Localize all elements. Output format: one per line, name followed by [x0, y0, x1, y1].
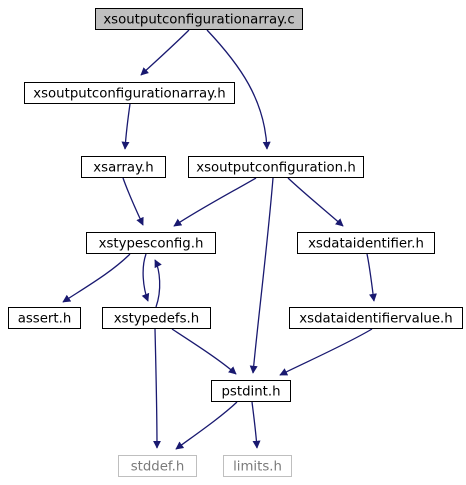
- node-label: xsoutputconfiguration.h: [196, 161, 356, 176]
- edge-pstdint-h-to-stddef-h: [175, 401, 238, 450]
- node-xstypesconfig-h[interactable]: xstypesconfig.h: [86, 232, 216, 254]
- node-label: pstdint.h: [221, 385, 280, 400]
- node-stddef-h: stddef.h: [118, 455, 197, 477]
- node-xsoutputconfiguration-h[interactable]: xsoutputconfiguration.h: [188, 156, 364, 178]
- edge-xstypedefs-h-to-stddef-h: [152, 328, 161, 449]
- node-label: xsdataidentifiervalue.h: [299, 312, 452, 327]
- node-label: xsoutputconfigurationarray.h: [33, 87, 225, 102]
- node-xstypedefs-h[interactable]: xstypedefs.h: [102, 307, 211, 329]
- edge-xsoutputconfigurationarray-c-to-xsoutputconfigurationarray-h: [140, 29, 190, 76]
- edge-xsoutputconfiguration-h-to-pstdint-h: [249, 177, 274, 374]
- node-pstdint-h[interactable]: pstdint.h: [211, 380, 291, 402]
- node-assert-h[interactable]: assert.h: [8, 307, 81, 329]
- node-box: [86, 232, 216, 254]
- node-label: stddef.h: [131, 460, 185, 475]
- node-box: [188, 156, 364, 178]
- edge-xstypedefs-h-to-pstdint-h: [171, 328, 237, 375]
- node-label: xsarray.h: [93, 161, 153, 176]
- nodes-layer: xsoutputconfigurationarray.c xsoutputconf…: [8, 8, 463, 477]
- edges-layer: [62, 29, 377, 450]
- node-label: xstypesconfig.h: [99, 237, 204, 252]
- node-box: [24, 82, 235, 104]
- edge-xstypesconfig-h-to-xstypedefs-h: [141, 253, 150, 302]
- node-box: [223, 455, 292, 477]
- node-box: [81, 156, 166, 178]
- node-xsarray-h[interactable]: xsarray.h: [81, 156, 166, 178]
- edge-xsarray-h-to-xstypesconfig-h: [122, 177, 144, 226]
- node-box: [118, 455, 197, 477]
- node-box: [102, 307, 211, 329]
- edge-xsdataidentifiervalue-h-to-pstdint-h: [279, 328, 373, 376]
- edge-xsoutputconfigurationarray-h-to-xsarray-h: [121, 103, 131, 150]
- node-label: xstypedefs.h: [114, 312, 199, 327]
- node-label: xsoutputconfigurationarray.c: [103, 13, 294, 28]
- edge-pstdint-h-to-limits-h: [251, 401, 261, 449]
- node-box: [8, 307, 81, 329]
- edge-xsoutputconfigurationarray-c-to-xsoutputconfiguration-h: [206, 29, 271, 150]
- edge-xstypesconfig-h-to-assert-h: [62, 253, 131, 303]
- node-xsdataidentifier-h[interactable]: xsdataidentifier.h: [297, 232, 435, 254]
- node-xsoutputconfigurationarray-c[interactable]: xsoutputconfigurationarray.c: [95, 8, 303, 30]
- node-box: [95, 8, 303, 30]
- node-box: [289, 307, 463, 329]
- node-xsdataidentifiervalue-h[interactable]: xsdataidentifiervalue.h: [289, 307, 463, 329]
- node-box: [297, 232, 435, 254]
- node-xsoutputconfigurationarray-h[interactable]: xsoutputconfigurationarray.h: [24, 82, 235, 104]
- node-label: limits.h: [233, 460, 282, 475]
- edge-xsoutputconfiguration-h-to-xstypesconfig-h: [173, 177, 257, 227]
- node-label: assert.h: [18, 312, 72, 327]
- edge-xsoutputconfiguration-h-to-xsdataidentifier-h: [287, 177, 344, 227]
- node-box: [211, 380, 291, 402]
- node-limits-h: limits.h: [223, 455, 292, 477]
- node-label: xsdataidentifier.h: [308, 237, 424, 252]
- edge-xstypedefs-h-to-xstypesconfig-h: [154, 259, 162, 308]
- edge-xsdataidentifier-h-to-xsdataidentifiervalue-h: [366, 253, 377, 302]
